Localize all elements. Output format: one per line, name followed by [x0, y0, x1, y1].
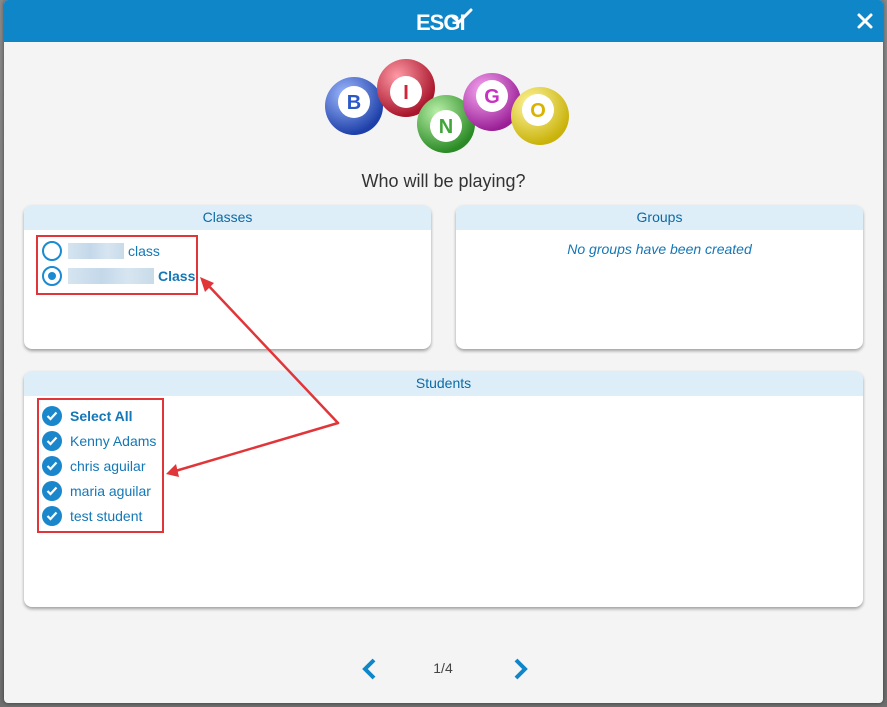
student-item[interactable]: maria aguilar	[42, 480, 151, 502]
radio-button-selected[interactable]	[42, 266, 62, 286]
bingo-ball-b: B	[325, 77, 383, 135]
class-option-label: Class	[158, 268, 196, 284]
bingo-setup-dialog: ESGI B I N G	[4, 0, 883, 703]
student-name: test student	[70, 508, 143, 524]
classes-panel-title: Classes	[24, 205, 431, 230]
redacted-class-name	[68, 268, 154, 284]
student-name: chris aguilar	[70, 458, 146, 474]
page-indicator: 1/4	[433, 660, 453, 676]
student-item[interactable]: chris aguilar	[42, 455, 145, 477]
close-icon[interactable]	[854, 10, 876, 32]
class-option-2[interactable]: Class	[42, 265, 195, 287]
class-option-1[interactable]: class	[42, 240, 160, 262]
svg-text:B: B	[347, 92, 361, 114]
bingo-ball-g: G	[463, 73, 521, 131]
select-all-students[interactable]: Select All	[42, 405, 133, 427]
chevron-right-icon[interactable]	[510, 657, 530, 681]
annotation-highlight-students	[37, 398, 164, 533]
student-item[interactable]: test student	[42, 505, 142, 527]
bingo-ball-n: N	[417, 95, 475, 153]
class-option-label: class	[128, 243, 160, 259]
bingo-ball-o: O	[511, 87, 569, 145]
bingo-logo: B I N G O	[325, 59, 569, 153]
dialog-header: ESGI	[4, 0, 883, 42]
student-name: maria aguilar	[70, 483, 151, 499]
bingo-ball-i: I	[377, 59, 435, 117]
groups-panel-title: Groups	[456, 205, 863, 230]
svg-text:N: N	[439, 116, 453, 138]
svg-text:O: O	[530, 100, 546, 122]
radio-button[interactable]	[42, 241, 62, 261]
pager: 1/4	[4, 655, 883, 683]
question-heading: Who will be playing?	[361, 171, 526, 191]
student-name: Kenny Adams	[70, 433, 157, 449]
svg-text:I: I	[403, 82, 409, 104]
check-icon[interactable]	[42, 506, 62, 526]
check-icon[interactable]	[42, 481, 62, 501]
student-item[interactable]: Kenny Adams	[42, 430, 156, 452]
check-icon[interactable]	[42, 456, 62, 476]
annotation-highlight-classes	[36, 235, 198, 295]
redacted-class-name	[68, 243, 124, 259]
students-panel-title: Students	[24, 371, 863, 396]
svg-text:G: G	[484, 86, 500, 108]
groups-empty-message: No groups have been created	[567, 241, 752, 257]
select-all-label: Select All	[70, 408, 133, 424]
groups-panel: Groups No groups have been created	[456, 205, 863, 349]
logo-check-icon	[451, 8, 473, 25]
chevron-left-icon[interactable]	[360, 657, 380, 681]
classes-panel: Classes class Class	[24, 205, 431, 349]
check-icon[interactable]	[42, 431, 62, 451]
check-icon[interactable]	[42, 406, 62, 426]
